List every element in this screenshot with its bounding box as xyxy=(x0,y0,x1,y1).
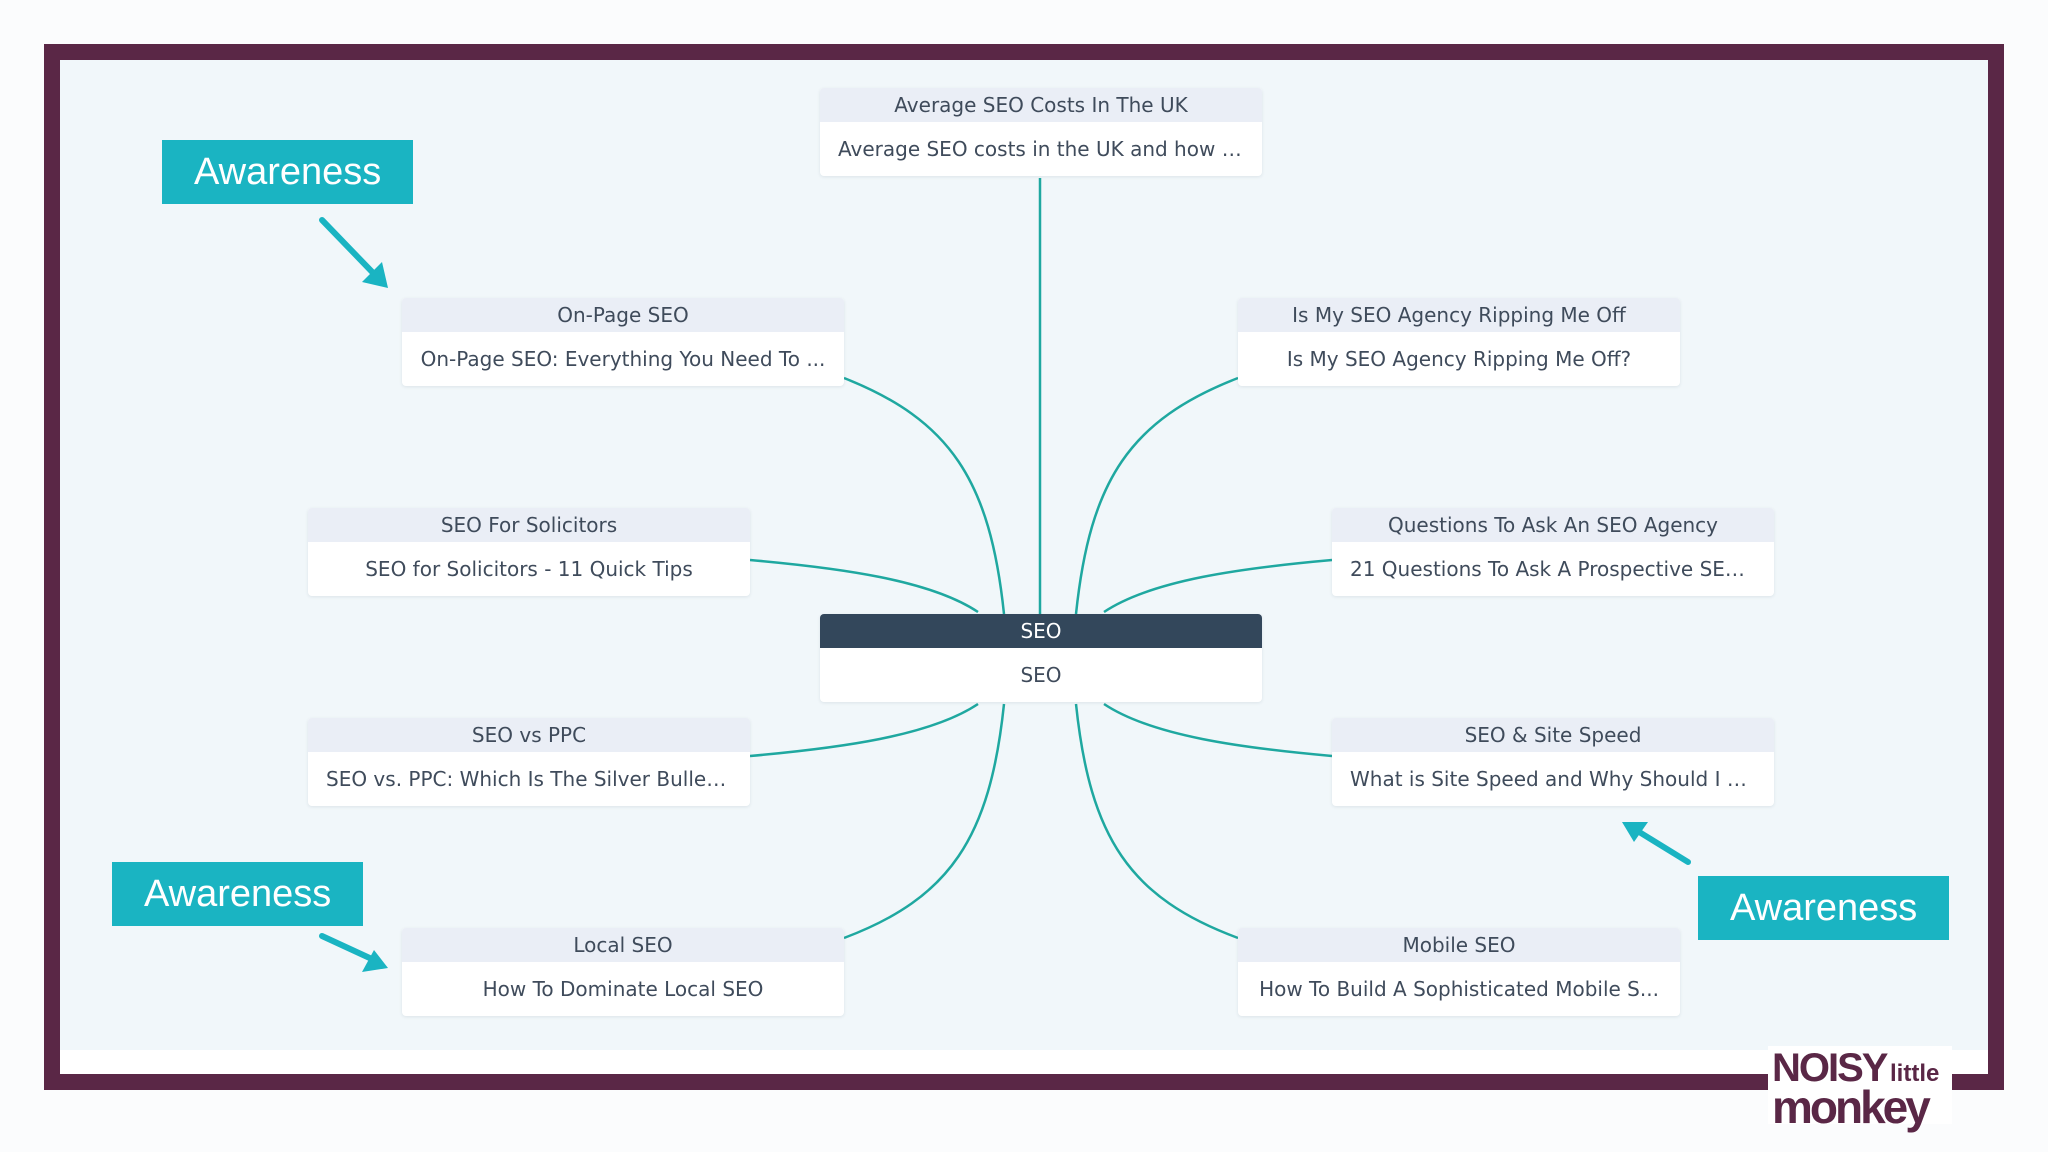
node-questions-to-ask[interactable]: Questions To Ask An SEO Agency 21 Questi… xyxy=(1332,508,1774,596)
arrow-top-left xyxy=(319,217,381,281)
node-average-seo-costs[interactable]: Average SEO Costs In The UK Average SEO … xyxy=(820,88,1262,176)
node-title: SEO For Solicitors xyxy=(308,508,750,542)
node-subtitle: Average SEO costs in the UK and how t... xyxy=(838,137,1249,161)
connector-seo-for-solicitors xyxy=(749,558,979,614)
node-title: Mobile SEO xyxy=(1238,928,1680,962)
connector-seo-vs-ppc xyxy=(749,702,979,758)
node-local-seo[interactable]: Local SEO How To Dominate Local SEO xyxy=(402,928,844,1016)
awareness-tag-top-left: Awareness xyxy=(162,140,414,204)
awareness-tag-bottom-left: Awareness xyxy=(112,862,364,926)
node-title: SEO & Site Speed xyxy=(1332,718,1774,752)
node-subtitle: SEO for Solicitors - 11 Quick Tips xyxy=(365,557,693,581)
node-subtitle: SEO xyxy=(1020,663,1062,687)
node-title: On-Page SEO xyxy=(402,298,844,332)
node-title: Is My SEO Agency Ripping Me Off xyxy=(1238,298,1680,332)
node-title: Local SEO xyxy=(402,928,844,962)
arrow-bottom-left-head xyxy=(362,950,388,972)
connector-local-seo xyxy=(843,703,1006,940)
arrow-bottom-right xyxy=(1633,827,1691,865)
node-subtitle: Is My SEO Agency Ripping Me Off? xyxy=(1286,347,1632,371)
node-on-page-seo[interactable]: On-Page SEO On-Page SEO: Everything You … xyxy=(402,298,844,386)
node-seo-for-solicitors[interactable]: SEO For Solicitors SEO for Solicitors - … xyxy=(308,508,750,596)
node-site-speed[interactable]: SEO & Site Speed What is Site Speed and … xyxy=(1332,718,1774,806)
logo-word-monkey: monkey xyxy=(1772,1081,1931,1133)
noisy-little-monkey-logo: NOISY little monkey xyxy=(1768,1046,1952,1133)
logo-word-noisy: NOISY xyxy=(1772,1046,1888,1090)
arrow-top-left-head xyxy=(362,262,388,288)
node-seo-vs-ppc[interactable]: SEO vs PPC SEO vs. PPC: Which Is The Sil… xyxy=(308,718,750,806)
node-title: SEO xyxy=(820,614,1262,648)
node-title: SEO vs PPC xyxy=(308,718,750,752)
node-subtitle: What is Site Speed and Why Should I C... xyxy=(1350,767,1760,791)
node-mobile-seo[interactable]: Mobile SEO How To Build A Sophisticated … xyxy=(1238,928,1680,1016)
node-is-my-seo-agency[interactable]: Is My SEO Agency Ripping Me Off Is My SE… xyxy=(1238,298,1680,386)
node-subtitle: 21 Questions To Ask A Prospective SEO... xyxy=(1350,557,1759,581)
node-title: Questions To Ask An SEO Agency xyxy=(1332,508,1774,542)
awareness-tag-bottom-right: Awareness xyxy=(1698,876,1950,940)
connector-mobile-seo xyxy=(1074,703,1239,940)
connector-is-my-seo-agency xyxy=(1074,376,1239,615)
node-subtitle: How To Build A Sophisticated Mobile S... xyxy=(1259,977,1659,1001)
arrow-bottom-left xyxy=(319,933,377,963)
connector-questions-to-ask xyxy=(1103,558,1333,614)
connector-on-page-seo xyxy=(843,376,1006,615)
node-title: Average SEO Costs In The UK xyxy=(820,88,1262,122)
center-node-seo[interactable]: SEO SEO xyxy=(820,614,1262,702)
connector-site-speed xyxy=(1103,702,1333,758)
node-subtitle: SEO vs. PPC: Which Is The Silver Bullet?… xyxy=(326,767,744,791)
arrow-bottom-right-head xyxy=(1622,822,1648,842)
node-subtitle: On-Page SEO: Everything You Need To ... xyxy=(420,347,826,371)
node-subtitle: How To Dominate Local SEO xyxy=(482,977,764,1001)
logo-word-little: little xyxy=(1890,1060,1940,1087)
